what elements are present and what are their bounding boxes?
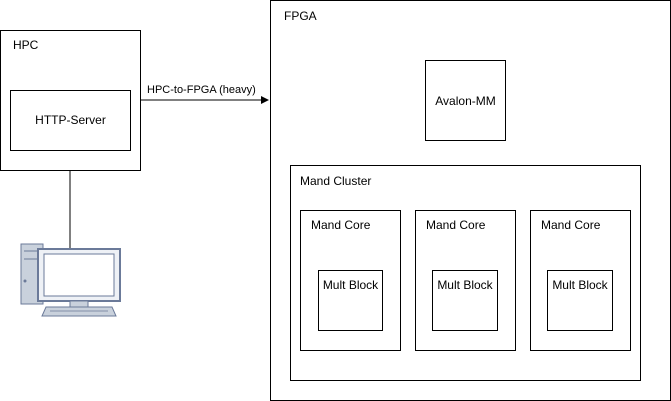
mand-cluster-title: Mand Cluster: [300, 174, 372, 188]
http-server-label: HTTP-Server: [35, 113, 106, 127]
avalon-mm-label: Avalon-MM: [435, 94, 496, 108]
mult-block-label: Mult Block: [322, 278, 379, 292]
fpga-title: FPGA: [284, 9, 317, 23]
mand-core-title: Mand Core: [426, 218, 486, 232]
desktop-computer-icon[interactable]: [20, 243, 122, 318]
mand-core-title: Mand Core: [541, 218, 601, 232]
mult-block-box[interactable]: Mult Block: [547, 270, 613, 331]
link-label: HPC-to-FPGA (heavy): [147, 84, 256, 96]
mult-block-label: Mult Block: [437, 278, 493, 292]
mult-block-box[interactable]: Mult Block: [432, 270, 498, 331]
mult-block-box[interactable]: Mult Block: [318, 270, 383, 331]
hpc-title: HPC: [13, 38, 39, 52]
mand-core-title: Mand Core: [311, 218, 371, 232]
mult-block-label: Mult Block: [552, 278, 608, 292]
avalon-mm-box[interactable]: Avalon-MM: [425, 60, 506, 141]
http-server-box[interactable]: HTTP-Server: [10, 90, 131, 151]
